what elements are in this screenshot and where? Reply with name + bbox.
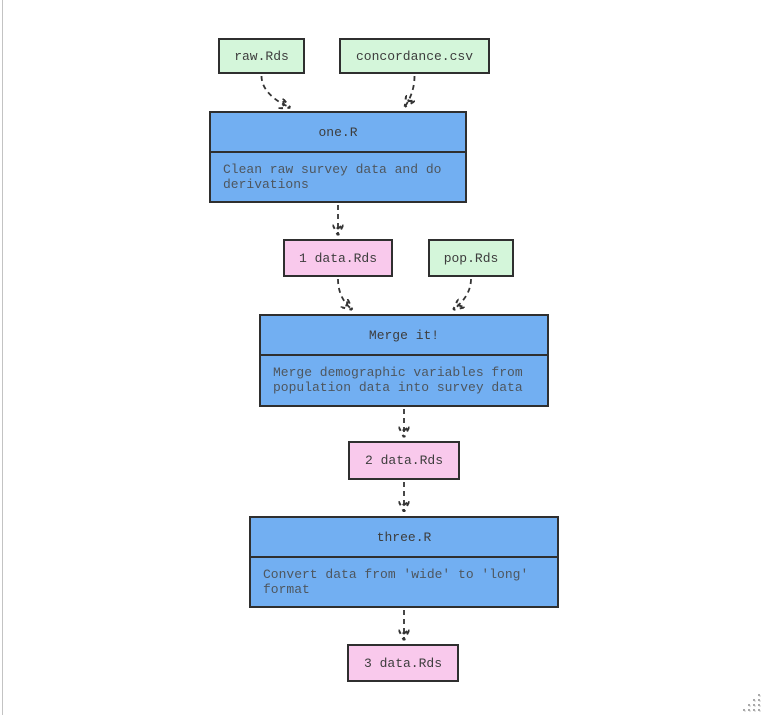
node-merge-it-description: Merge demographic variables from populat… xyxy=(273,365,523,395)
node-data3-rds: 3 data.Rds xyxy=(347,644,459,682)
node-concordance-csv: concordance.csv xyxy=(339,38,490,74)
node-three-r-title: three.R xyxy=(251,518,557,558)
node-raw-rds-label: raw.Rds xyxy=(234,48,289,64)
node-data1-rds: 1 data.Rds xyxy=(283,239,393,277)
node-pop-rds: pop.Rds xyxy=(428,239,514,277)
node-data2-rds: 2 data.Rds xyxy=(348,441,460,480)
edge-pop-to-merge xyxy=(454,278,472,310)
node-one-r-description: Clean raw survey data and do derivations xyxy=(223,162,442,192)
node-data1-rds-label: 1 data.Rds xyxy=(298,250,377,266)
edge-raw-to-one xyxy=(260,75,291,108)
resize-grip-icon[interactable] xyxy=(741,693,762,714)
node-three-r-description: Convert data from 'wide' to 'long' forma… xyxy=(263,567,529,597)
node-merge-it: Merge it! Merge demographic variables fr… xyxy=(259,314,549,407)
node-concordance-csv-label: concordance.csv xyxy=(355,48,474,64)
node-one-r: one.R Clean raw survey data and do deriv… xyxy=(209,111,467,203)
edge-data1-to-merge xyxy=(337,278,352,310)
node-data3-rds-label: 3 data.Rds xyxy=(363,655,442,671)
node-merge-it-title: Merge it! xyxy=(261,316,547,356)
window-edge xyxy=(2,0,3,715)
node-one-r-title: one.R xyxy=(211,113,465,153)
node-raw-rds: raw.Rds xyxy=(218,38,305,74)
node-three-r: three.R Convert data from 'wide' to 'lon… xyxy=(249,516,559,608)
edge-concordance-to-one xyxy=(405,75,415,107)
node-data2-rds-label: 2 data.Rds xyxy=(364,453,443,468)
node-pop-rds-label: pop.Rds xyxy=(443,250,499,266)
